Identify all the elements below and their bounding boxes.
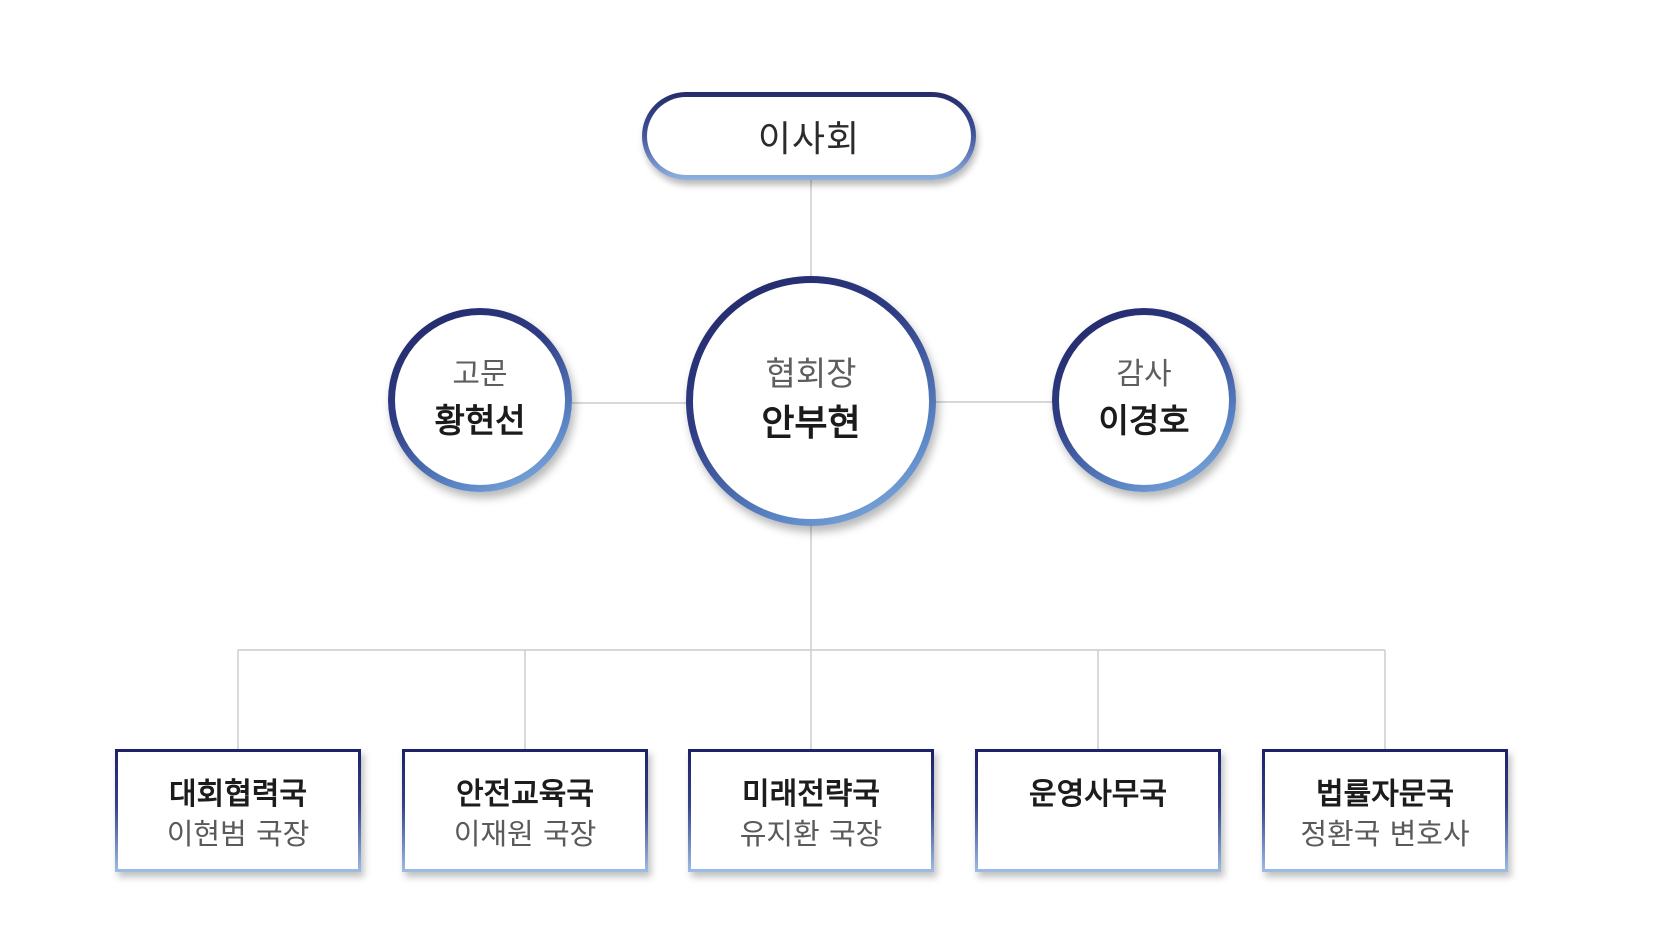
board-label: 이사회 xyxy=(757,119,861,160)
auditor-role: 감사 xyxy=(1116,356,1172,392)
department-name: 대회협력국 xyxy=(169,777,307,812)
department-head: 이재원 국장 xyxy=(453,816,597,851)
department-box-5: 법률자문국 정환국 변호사 xyxy=(1262,749,1508,872)
department-name: 법률자문국 xyxy=(1316,777,1454,812)
president-name: 안부현 xyxy=(761,402,861,444)
department-box-1: 대회협력국 이현범 국장 xyxy=(115,749,361,872)
department-name: 안전교육국 xyxy=(456,777,594,812)
department-head: 이현범 국장 xyxy=(166,816,310,851)
president-role: 협회장 xyxy=(765,353,857,393)
department-head: 정환국 변호사 xyxy=(1300,816,1470,851)
board-node: 이사회 xyxy=(642,92,976,180)
auditor-node: 감사 이경호 xyxy=(1052,308,1236,492)
advisor-node: 고문 황현선 xyxy=(388,308,572,492)
advisor-name: 황현선 xyxy=(434,400,526,440)
department-name: 운영사무국 xyxy=(1029,777,1167,812)
department-head: 유지환 국장 xyxy=(739,816,883,851)
department-box-4: 운영사무국 xyxy=(975,749,1221,872)
department-box-2: 안전교육국 이재원 국장 xyxy=(402,749,648,872)
president-node: 협회장 안부현 xyxy=(686,276,936,526)
department-name: 미래전략국 xyxy=(742,777,880,812)
auditor-name: 이경호 xyxy=(1098,400,1190,440)
department-box-3: 미래전략국 유지환 국장 xyxy=(688,749,934,872)
advisor-role: 고문 xyxy=(452,356,508,392)
